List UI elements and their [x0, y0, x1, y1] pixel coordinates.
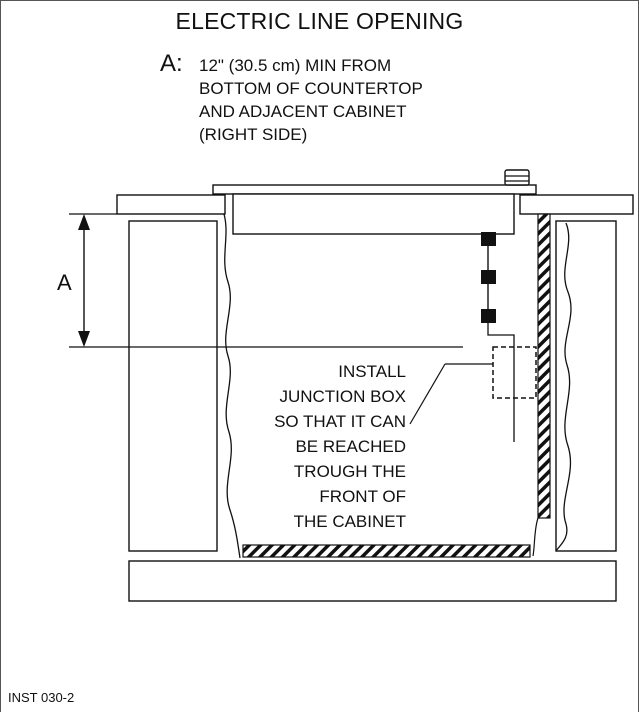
connector-1	[481, 232, 496, 246]
cooktop-body	[232, 193, 515, 235]
callout-leader	[409, 363, 446, 425]
diagram-title: ELECTRIC LINE OPENING	[175, 8, 464, 34]
callout-line: SO THAT IT CAN	[274, 412, 406, 431]
dimension-label: A	[57, 270, 72, 295]
cable-route	[487, 323, 515, 442]
legend-letter: A:	[160, 50, 183, 77]
cooktop-knob	[504, 169, 530, 186]
cooktop-top	[212, 184, 537, 195]
legend-line: (RIGHT SIDE)	[199, 125, 308, 144]
left-cabinet-side	[128, 220, 218, 552]
legend-text: 12" (30.5 cm) MIN FROM BOTTOM OF COUNTER…	[199, 54, 423, 146]
right-wall-hatched	[537, 213, 551, 519]
legend-line: 12" (30.5 cm) MIN FROM	[199, 56, 392, 75]
callout-line: BE REACHED	[295, 437, 406, 456]
left-break-line	[223, 213, 241, 559]
dim-arrow-down	[78, 331, 90, 347]
legend-line: AND ADJACENT CABINET	[199, 102, 407, 121]
right-break-line	[555, 222, 572, 552]
callout-line: INSTALL	[338, 362, 406, 381]
countertop-left	[116, 194, 226, 215]
callout-line: FRONT OF	[319, 487, 406, 506]
junction-box	[492, 346, 537, 399]
figure-code: INST 030-2	[8, 690, 75, 705]
callout-line: THE CABINET	[293, 512, 406, 531]
cabinet-base	[128, 560, 617, 602]
junction-box-callout: INSTALL JUNCTION BOX SO THAT IT CAN BE R…	[274, 359, 406, 534]
countertop-right	[519, 194, 634, 215]
legend-line: BOTTOM OF COUNTERTOP	[199, 79, 423, 98]
dim-arrow-up	[78, 214, 90, 230]
callout-line: TROUGH THE	[293, 462, 406, 481]
connector-3	[481, 309, 496, 323]
bottom-floor-hatched	[242, 544, 531, 558]
callout-line: JUNCTION BOX	[279, 387, 406, 406]
connector-2	[481, 270, 496, 284]
